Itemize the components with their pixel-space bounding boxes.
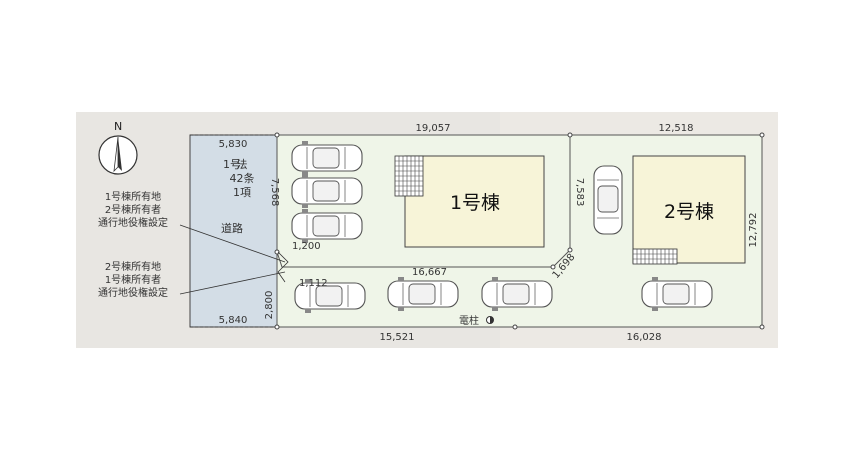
- note-lower-line-2: 1号棟所有者: [105, 273, 161, 286]
- easement-marker: [277, 251, 289, 283]
- building-1: [404, 155, 545, 248]
- dim-top-left: 19,057: [416, 123, 451, 134]
- note-upper-line-1: 1号棟所有地: [105, 190, 161, 203]
- building-2: [632, 155, 746, 264]
- utility-pole-label: 電柱: [459, 314, 479, 327]
- building-2-deck: [632, 248, 678, 265]
- building-2-label: 2号棟: [664, 201, 714, 223]
- note-upper-line-3: 通行地役権設定: [98, 216, 168, 229]
- road-text-4: 1号: [223, 158, 241, 171]
- dim-passage-inner: 1,112: [299, 278, 328, 289]
- note-lower-line-3: 通行地役権設定: [98, 286, 168, 299]
- road-text-3: 1項: [233, 186, 251, 199]
- road-text-1: 法: [237, 157, 248, 171]
- dim-left-lower: 2,800: [264, 291, 275, 320]
- parking-car-3: [291, 208, 363, 244]
- note-lower-leader: [179, 271, 286, 295]
- dim-top-right: 12,518: [659, 123, 694, 134]
- dim-right: 12,792: [748, 213, 759, 248]
- parking-car-5: [387, 276, 459, 312]
- parking-car-7: [641, 276, 713, 312]
- parking-car-6: [481, 276, 553, 312]
- parking-car-1: [291, 140, 363, 176]
- dim-bottom-left: 15,521: [380, 332, 415, 343]
- dim-left-upper: 7,568: [269, 178, 280, 207]
- road-text-2: 42条: [230, 171, 255, 185]
- note-upper-leader: [179, 224, 286, 263]
- boundary-markers: [274, 132, 765, 330]
- note-lower-line-1: 2号棟所有地: [105, 260, 161, 273]
- north-arrow-icon: [98, 135, 138, 175]
- note-upper-line-2: 2号棟所有者: [105, 203, 161, 216]
- road-width-top: 5,830: [219, 139, 248, 150]
- building-1-label: 1号棟: [450, 192, 500, 214]
- building-1-deck: [394, 155, 424, 197]
- dim-middle-vertical: 7,583: [574, 178, 585, 207]
- utility-pole-icon: [486, 316, 494, 324]
- parking-car-8: [593, 165, 623, 235]
- dim-passage: 1,200: [292, 241, 321, 252]
- road-width-bottom: 5,840: [219, 315, 248, 326]
- road-text-5: 道路: [221, 221, 243, 235]
- north-label: N: [114, 120, 122, 133]
- parking-car-2: [291, 173, 363, 209]
- dim-interior: 16,667: [412, 267, 447, 278]
- dim-bottom-right: 16,028: [627, 332, 662, 343]
